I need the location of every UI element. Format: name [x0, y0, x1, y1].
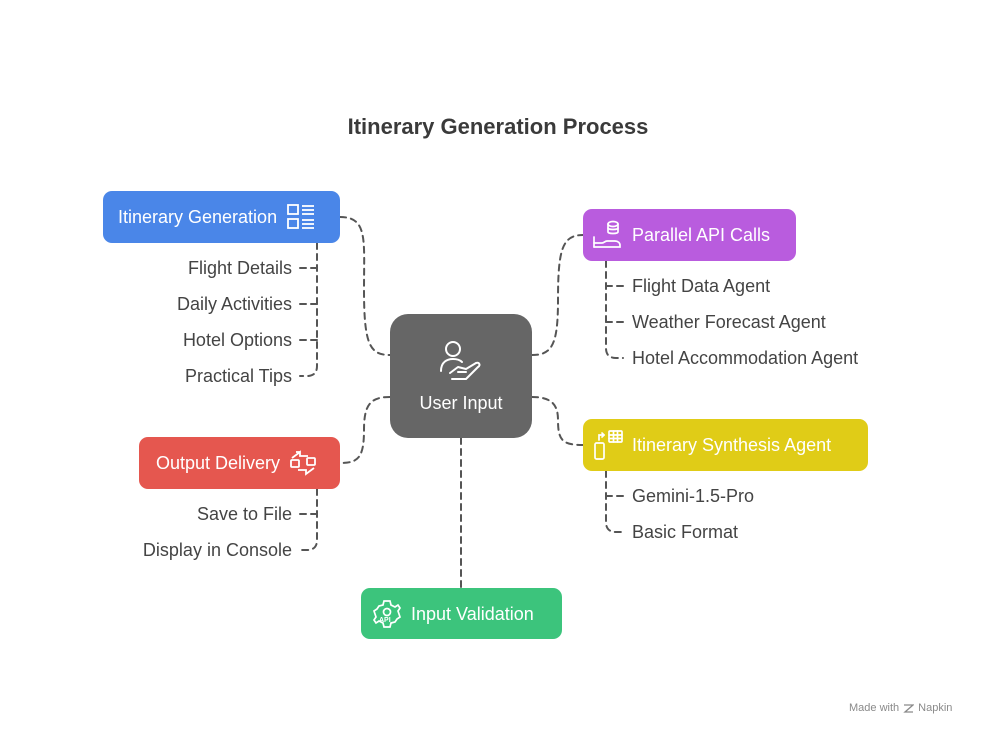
- node-user-input: User Input: [390, 314, 532, 438]
- node-label: Itinerary Synthesis Agent: [632, 435, 832, 455]
- item-save-to-file: Save to File: [196, 504, 292, 524]
- node-label: Itinerary Generation: [118, 207, 278, 227]
- node-output-delivery: Output Delivery: [139, 437, 340, 489]
- subtree-output-delivery: [299, 488, 318, 551]
- item-daily-activities: Daily Activities: [176, 294, 292, 314]
- napkin-logo-icon: [903, 703, 915, 713]
- napkin-watermark: Made with Napkin: [849, 702, 952, 714]
- item-flight-data-agent: Flight Data Agent: [632, 276, 771, 296]
- item-hotel-options: Hotel Options: [182, 330, 292, 350]
- database-icon: [593, 220, 621, 248]
- item-practical-tips: Practical Tips: [184, 366, 292, 386]
- item-basic-format: Basic Format: [632, 522, 739, 542]
- node-label: Output Delivery: [156, 453, 281, 473]
- watermark-prefix: Made with: [849, 702, 900, 714]
- item-flight-details: Flight Details: [187, 258, 292, 278]
- list-layout-icon: [287, 204, 315, 229]
- item-hotel-accommodation-agent: Hotel Accommodation Agent: [632, 348, 859, 368]
- node-label: Parallel API Calls: [632, 225, 771, 245]
- watermark-brand: Napkin: [918, 702, 953, 714]
- node-itinerary-synthesis: Itinerary Synthesis Agent: [583, 419, 868, 471]
- connector-output-delivery: [339, 396, 391, 464]
- node-label: Input Validation: [411, 603, 534, 624]
- subtree-parallel-api: [605, 260, 624, 359]
- connector-itinerary-generation: [339, 216, 391, 356]
- item-gemini-pro: Gemini-1.5-Pro: [632, 486, 755, 506]
- node-itinerary-generation: Itinerary Generation: [103, 191, 340, 243]
- diagram-title: Itinerary Generation Process: [347, 114, 649, 139]
- node-label: User Input: [419, 392, 503, 413]
- node-parallel-api-calls: Parallel API Calls: [583, 209, 796, 261]
- exchange-icon: [290, 450, 316, 476]
- node-input-validation: API Input Validation: [361, 588, 562, 639]
- api-gear-icon: API: [372, 599, 402, 628]
- user-hand-icon: [440, 340, 481, 380]
- svg-text:API: API: [379, 617, 391, 624]
- connector-parallel-api: [531, 234, 584, 356]
- connector-synthesis: [531, 396, 584, 446]
- item-weather-forecast-agent: Weather Forecast Agent: [632, 312, 826, 332]
- phone-grid-icon: [594, 430, 623, 460]
- subtree-itinerary-generation: [299, 242, 318, 377]
- item-display-in-console: Display in Console: [142, 540, 292, 560]
- subtree-synthesis: [605, 470, 624, 533]
